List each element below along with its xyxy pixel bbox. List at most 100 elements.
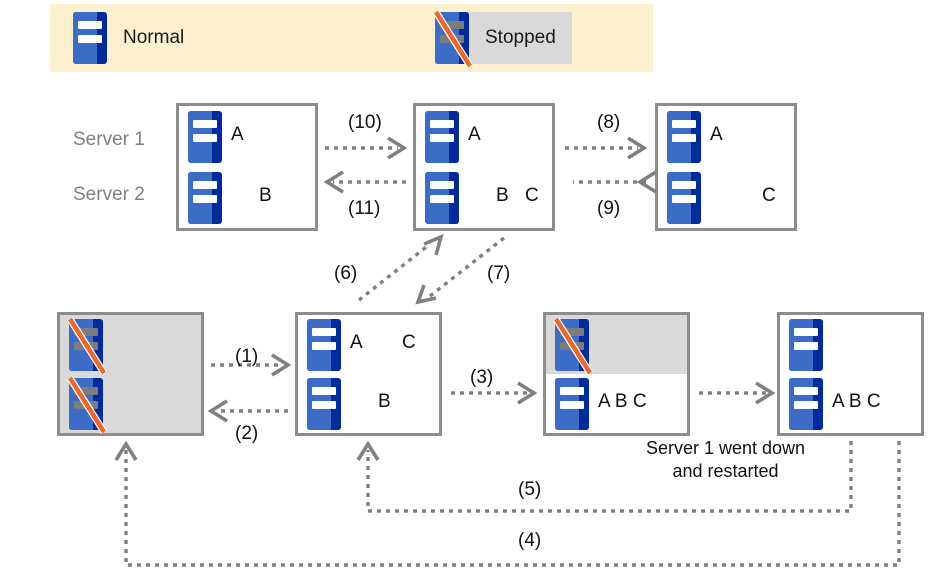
server-icon-wrap (425, 171, 459, 224)
arrowhead-8 (627, 136, 648, 160)
server-icon-wrap (667, 110, 701, 163)
server-icon (188, 171, 222, 224)
server-icon (555, 377, 589, 430)
transition-label-7: (7) (487, 263, 511, 284)
server-icon-wrap (789, 318, 823, 371)
server-icon-wrap (425, 110, 459, 163)
resource-label: C (525, 185, 539, 206)
state-box-bottom-1[interactable] (57, 312, 204, 436)
side-label-server-2: Server 2 (73, 184, 145, 205)
server-icon (667, 110, 701, 163)
legend-panel: Normal Stopped (50, 4, 653, 72)
transition-label-4: (4) (518, 530, 542, 551)
state-row-server-2 (60, 374, 201, 434)
transition-label-5: (5) (518, 479, 542, 500)
state-row-server-2: A B C (780, 374, 921, 433)
server-icon (425, 110, 459, 163)
transition-label-1: (1) (235, 346, 259, 367)
state-row-server-2: A B C (546, 374, 687, 433)
arrowhead-3 (517, 381, 538, 405)
resource-label: A B C (598, 391, 647, 412)
server-icon (307, 318, 341, 371)
transition-label-9: (9) (597, 198, 621, 219)
server-icon-bar-bottom (78, 35, 102, 43)
state-row-server-2: C (658, 167, 794, 228)
resource-label: A (350, 332, 363, 353)
arrowhead-1 (271, 353, 292, 377)
arrowhead-4 (114, 440, 138, 461)
legend-item-normal: Normal (73, 12, 184, 64)
server-stopped-icon (67, 316, 107, 375)
state-box-bottom-2[interactable]: A C B (295, 312, 442, 436)
arrowhead-9 (636, 170, 657, 194)
state-box-top-1[interactable]: A B (176, 103, 318, 231)
state-box-top-3[interactable]: A C (655, 103, 797, 231)
resource-label: A (231, 124, 244, 145)
server-icon-bar-top (440, 21, 464, 29)
server-icon (73, 12, 107, 64)
server-stopped-icon (67, 375, 107, 434)
arrowhead-7 (415, 284, 437, 305)
arrow-line-6 (357, 242, 432, 302)
restart-caption: Server 1 went down and restarted (645, 438, 806, 481)
state-row-server-2: B C (416, 167, 552, 228)
state-row-server-1 (546, 315, 687, 375)
server-stopped-icon (553, 316, 593, 375)
server-icon (789, 377, 823, 430)
resource-label: B (496, 185, 509, 206)
legend-item-stopped: Stopped (433, 10, 572, 68)
state-box-bottom-4[interactable]: A B C (777, 312, 924, 436)
transition-label-3: (3) (470, 367, 494, 388)
transition-label-6: (6) (334, 263, 358, 284)
server-icon-wrap (67, 316, 107, 375)
server-icon-wrap (555, 377, 589, 430)
transition-label-2: (2) (235, 423, 259, 444)
server-icon-wrap (789, 377, 823, 430)
resource-label: B (259, 185, 272, 206)
server-icon-wrap (667, 171, 701, 224)
arrowhead-2 (207, 399, 228, 423)
resource-label: C (762, 185, 776, 206)
server-icon (667, 171, 701, 224)
server-icon (789, 318, 823, 371)
state-row-server-1: A C (298, 315, 439, 374)
state-row-server-1 (60, 315, 201, 375)
side-label-server-1: Server 1 (73, 129, 145, 150)
state-row-server-1: A (416, 106, 552, 167)
server-icon-wrap (307, 377, 341, 430)
server-stopped-icon (433, 10, 473, 68)
transition-label-10: (10) (348, 112, 382, 133)
server-icon-wrap (188, 171, 222, 224)
arrowhead-6 (423, 233, 444, 256)
legend-label-stopped: Stopped (485, 27, 556, 48)
state-box-top-2[interactable]: A B C (413, 103, 555, 231)
resource-label: B (378, 391, 391, 412)
arrowhead-11 (323, 170, 344, 194)
state-row-server-2: B (179, 167, 315, 228)
resource-label: C (402, 332, 416, 353)
server-icon-bar-bottom (440, 35, 464, 43)
server-icon-wrap (67, 375, 107, 434)
resource-label: A B C (832, 391, 881, 412)
state-row-server-1: A (179, 106, 315, 167)
server-icon (425, 171, 459, 224)
server-icon (307, 377, 341, 430)
server-icon-bar-top (78, 21, 102, 29)
state-box-bottom-3[interactable]: A B C (543, 312, 690, 436)
resource-label: A (468, 124, 481, 145)
state-row-server-1: A (658, 106, 794, 167)
arrowhead-restart (755, 381, 776, 405)
server-icon (188, 110, 222, 163)
transition-label-11: (11) (348, 198, 381, 219)
arrowhead-5 (356, 440, 380, 461)
server-icon-wrap (307, 318, 341, 371)
server-icon-wrap (553, 316, 593, 375)
legend-label-normal: Normal (123, 27, 185, 48)
state-row-server-2: B (298, 374, 439, 433)
resource-label: A (710, 124, 723, 145)
arrowhead-10 (387, 136, 408, 160)
server-icon-wrap (188, 110, 222, 163)
state-row-server-1 (780, 315, 921, 374)
